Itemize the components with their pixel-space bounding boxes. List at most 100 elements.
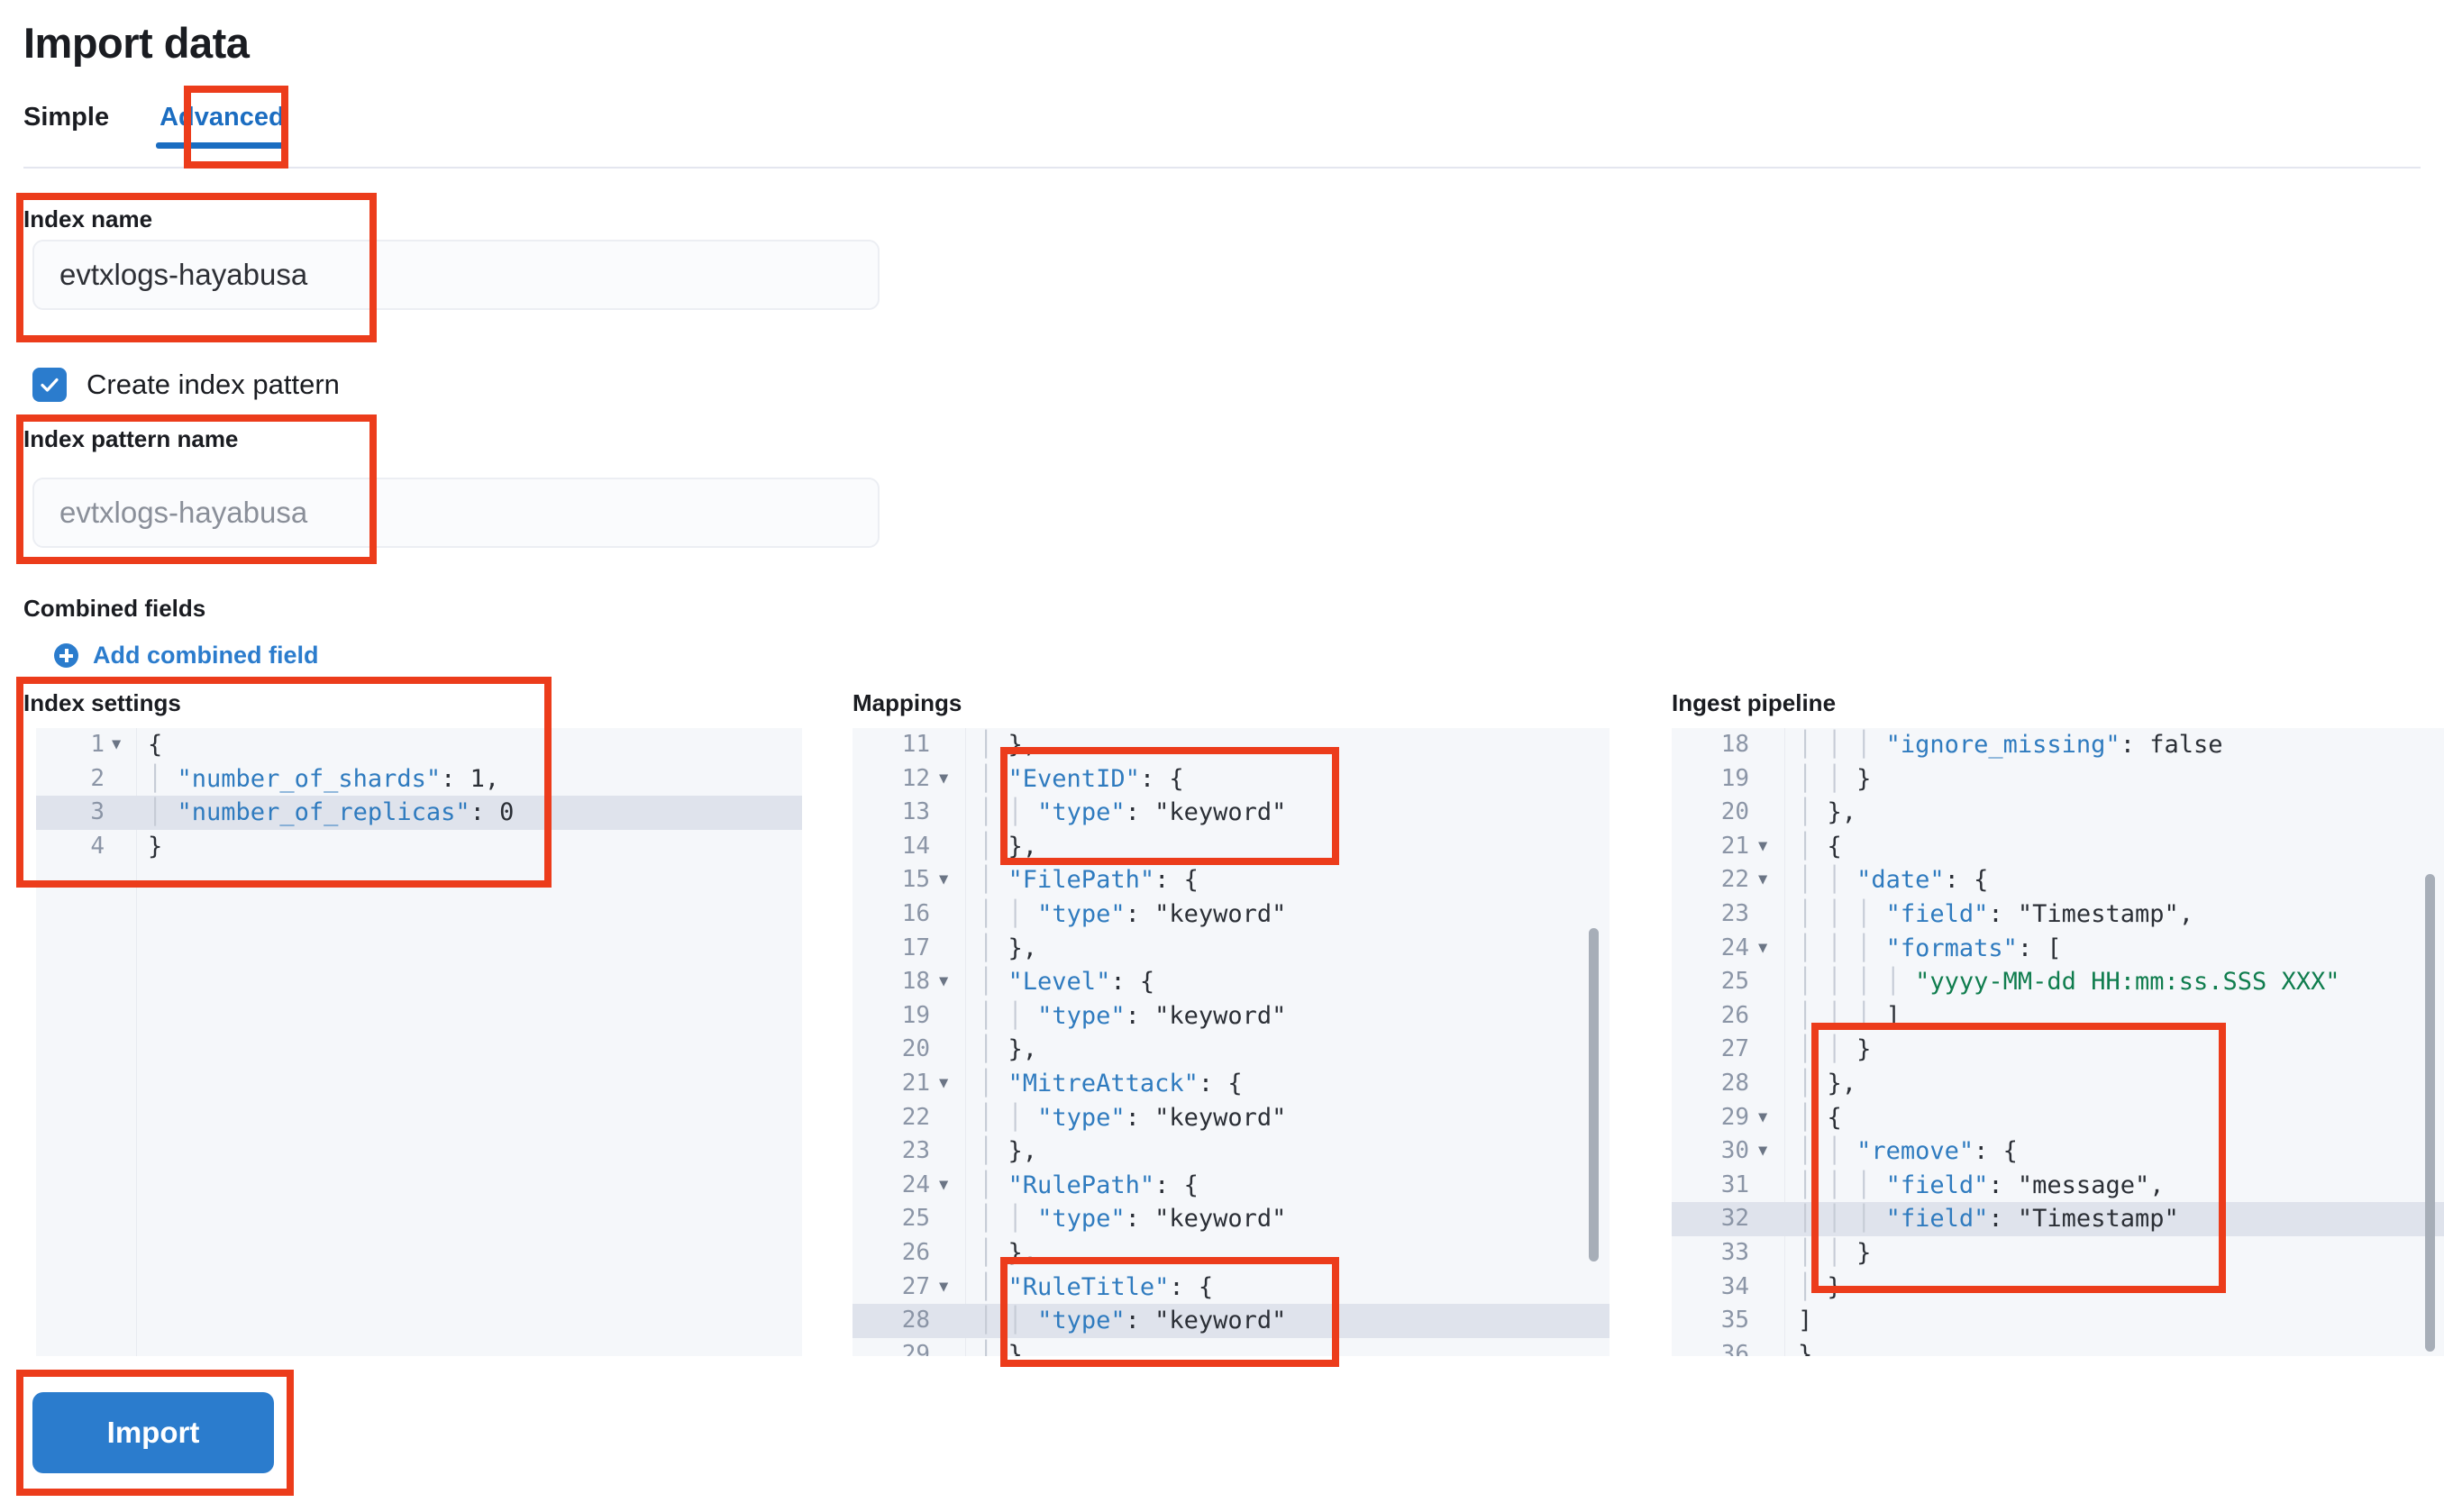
index-settings-code[interactable]: 1▼{2│ "number_of_shards": 1,3│ "number_o… — [36, 728, 802, 1356]
code-text: │ "number_of_replicas": 0 — [148, 798, 515, 827]
code-line: 33│ │ } — [1672, 1236, 2444, 1271]
code-text: │ }, — [979, 1137, 1038, 1166]
import-button[interactable]: Import — [32, 1392, 274, 1473]
mappings-scrollbar[interactable] — [1589, 928, 1599, 1262]
fold-arrow-icon[interactable]: ▼ — [939, 1175, 949, 1194]
code-text: { — [148, 731, 163, 759]
code-text: │ │ } — [1798, 764, 1872, 793]
line-number: 34 — [1720, 1272, 1749, 1300]
page-title: Import data — [23, 19, 250, 67]
fold-arrow-icon[interactable]: ▼ — [939, 1073, 949, 1092]
tab-simple-label: Simple — [23, 103, 110, 132]
line-number: 23 — [901, 1137, 930, 1165]
fold-arrow-icon[interactable]: ▼ — [112, 735, 122, 753]
tab-advanced-label: Advanced — [160, 103, 285, 132]
fold-arrow-icon[interactable]: ▼ — [1758, 938, 1768, 957]
index-settings-title: Index settings — [23, 689, 181, 716]
code-text: │ │ │ "field": "Timestamp" — [1798, 1205, 2179, 1234]
mappings-gutter — [853, 728, 966, 1356]
mappings-editor[interactable]: 11│ },12▼│ "EventID": {13│ │ "type": "ke… — [853, 728, 1610, 1356]
code-text: │ │ } — [1798, 1035, 1872, 1064]
mappings-title: Mappings — [853, 689, 962, 716]
index-name-input[interactable]: evtxlogs-hayabusa — [32, 240, 880, 310]
code-line: 25│ │ │ │ "yyyy-MM-dd HH:mm:ss.SSS XXX" — [1672, 965, 2444, 999]
code-line: 4} — [36, 830, 802, 864]
create-index-pattern-checkbox[interactable] — [32, 368, 67, 402]
code-text: │ │ "remove": { — [1798, 1137, 2018, 1166]
create-index-pattern-row[interactable]: Create index pattern — [32, 368, 340, 402]
add-combined-field-label: Add combined field — [93, 642, 319, 669]
line-number: 25 — [901, 1205, 930, 1233]
line-number: 1 — [90, 731, 105, 758]
line-number: 20 — [901, 1035, 930, 1063]
line-number: 24 — [1720, 934, 1749, 961]
code-text: │ │ "type": "keyword" — [979, 1103, 1287, 1132]
code-text: │ }, — [979, 934, 1038, 962]
fold-arrow-icon[interactable]: ▼ — [1758, 836, 1768, 855]
line-number: 12 — [901, 764, 930, 792]
code-text: │ │ │ ] — [1798, 1001, 1901, 1030]
line-number: 18 — [1720, 731, 1749, 758]
line-number: 32 — [1720, 1205, 1749, 1233]
fold-arrow-icon[interactable]: ▼ — [1758, 870, 1768, 889]
check-icon — [41, 378, 59, 392]
code-line: 26│ │ │ ] — [1672, 999, 2444, 1034]
line-number: 19 — [1720, 764, 1749, 792]
code-line: 15▼│ "FilePath": { — [853, 863, 1610, 897]
line-number: 33 — [1720, 1238, 1749, 1266]
code-text: } — [1798, 1340, 1813, 1356]
code-line: 30▼│ │ "remove": { — [1672, 1134, 2444, 1169]
fold-arrow-icon[interactable]: ▼ — [939, 769, 949, 788]
code-text: │ "RuleTitle": { — [979, 1272, 1214, 1301]
code-line: 24▼│ "RulePath": { — [853, 1169, 1610, 1203]
index-settings-editor[interactable]: 1▼{2│ "number_of_shards": 1,3│ "number_o… — [36, 728, 802, 1356]
line-number: 28 — [1720, 1069, 1749, 1097]
add-combined-field-button[interactable]: Add combined field — [54, 642, 319, 669]
line-number: 35 — [1720, 1307, 1749, 1334]
line-number: 24 — [901, 1170, 930, 1198]
tab-divider — [23, 167, 2421, 169]
code-text: │ │ │ "field": "Timestamp", — [1798, 899, 2193, 928]
code-text: │ │ │ "field": "message", — [1798, 1170, 2165, 1199]
line-number: 19 — [901, 1001, 930, 1029]
line-number: 15 — [901, 866, 930, 894]
code-line: 22▼│ │ "date": { — [1672, 863, 2444, 897]
code-line: 32 │ │ │ "field": "Timestamp" — [1672, 1202, 2444, 1236]
code-text: │ "EventID": { — [979, 764, 1184, 793]
code-line: 17│ }, — [853, 932, 1610, 966]
code-text: │ }, — [1798, 1069, 1857, 1098]
fold-arrow-icon[interactable]: ▼ — [939, 972, 949, 991]
line-number: 16 — [901, 899, 930, 927]
index-pattern-name-input[interactable]: evtxlogs-hayabusa — [32, 478, 880, 548]
line-number: 18 — [901, 968, 930, 996]
plus-circle-icon — [54, 643, 78, 668]
line-number: 22 — [1720, 866, 1749, 894]
line-number: 23 — [1720, 899, 1749, 927]
line-number: 13 — [901, 798, 930, 826]
code-text: │ }, — [1798, 798, 1857, 827]
code-line: 36} — [1672, 1338, 2444, 1356]
ingest-pipeline-scrollbar[interactable] — [2425, 874, 2435, 1352]
fold-arrow-icon[interactable]: ▼ — [1758, 1142, 1768, 1161]
fold-arrow-icon[interactable]: ▼ — [939, 870, 949, 889]
code-text: │ "MitreAttack": { — [979, 1069, 1243, 1098]
tab-simple[interactable]: Simple — [23, 97, 134, 149]
code-text: │ │ "type": "keyword" — [979, 798, 1287, 827]
code-text: │ │ "type": "keyword" — [979, 899, 1287, 928]
code-line: 23 │ │ │ "field": "Timestamp", — [1672, 897, 2444, 932]
code-line: 35] — [1672, 1304, 2444, 1338]
code-text: │ }, — [979, 832, 1038, 861]
fold-arrow-icon[interactable]: ▼ — [1758, 1107, 1768, 1126]
code-line: 1 ▼ { — [36, 728, 802, 762]
line-number: 22 — [901, 1103, 930, 1131]
code-text: ] — [1798, 1307, 1813, 1335]
code-line: 14│ }, — [853, 830, 1610, 864]
fold-arrow-icon[interactable]: ▼ — [939, 1277, 949, 1296]
code-text: } — [148, 832, 163, 861]
mappings-code[interactable]: 11│ },12▼│ "EventID": {13│ │ "type": "ke… — [853, 728, 1610, 1356]
line-number: 4 — [90, 832, 105, 860]
code-line: 27│ │ } — [1672, 1033, 2444, 1067]
tab-advanced[interactable]: Advanced — [134, 97, 310, 149]
